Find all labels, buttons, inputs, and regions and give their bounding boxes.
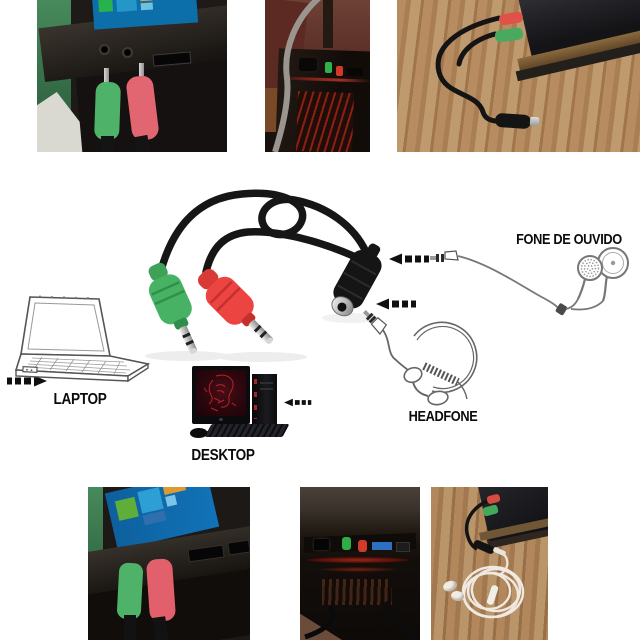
screen-tile xyxy=(140,2,154,11)
screen-tile xyxy=(140,0,153,2)
photo-plugs-connected-laptop xyxy=(88,487,250,640)
pc-tower xyxy=(252,374,277,426)
monitor-screen xyxy=(196,370,246,416)
photo-adapter-plugged-into-laptop xyxy=(397,0,640,152)
monitor xyxy=(192,366,250,424)
power-button xyxy=(299,58,317,71)
mic-plug-green xyxy=(148,262,197,354)
monitor-logo xyxy=(219,418,223,421)
green-plug-pin xyxy=(104,68,109,84)
cable xyxy=(133,134,151,152)
photo-earphones-via-adapter xyxy=(431,487,548,640)
headset-line-art xyxy=(362,309,478,406)
dashed-arrow-left-icon xyxy=(284,398,312,407)
cable xyxy=(124,615,136,640)
dashed-arrow-left-icon xyxy=(389,253,429,265)
screen-tile xyxy=(116,0,138,12)
green-plug xyxy=(116,562,144,620)
female-jack-ring xyxy=(529,116,540,127)
drive-bay xyxy=(260,388,273,390)
coiled-cord xyxy=(422,362,460,386)
adapter-product-image xyxy=(145,189,382,362)
female-jack xyxy=(494,112,532,130)
screen-tile xyxy=(165,494,178,507)
photo-pc-front-panel xyxy=(300,487,420,640)
cables-and-coil xyxy=(461,499,525,619)
power-button xyxy=(314,539,329,550)
green-plug-in-port xyxy=(325,62,332,73)
dashed-arrow-right-icon xyxy=(7,375,47,387)
usb-port-blue xyxy=(372,542,392,550)
jack-socket-hole xyxy=(337,302,347,312)
shadow xyxy=(145,351,229,361)
gray-cable xyxy=(272,0,322,152)
headphone-plug-red xyxy=(198,269,273,344)
keyboard xyxy=(204,424,290,437)
screen-tile xyxy=(142,510,167,526)
cables xyxy=(304,600,420,640)
red-led-glow xyxy=(318,567,398,572)
green-plug-in-port xyxy=(342,537,351,550)
desktop-computer-art xyxy=(172,358,297,450)
shadow xyxy=(322,313,378,323)
laptop-caption: LAPTOP xyxy=(53,391,107,408)
mic-jack-hole xyxy=(122,47,133,58)
ear-pad xyxy=(403,366,423,384)
plug-icon xyxy=(362,309,388,336)
cable-to-red-plug xyxy=(202,228,362,276)
earbuds-line-art xyxy=(430,247,629,316)
pink-plug xyxy=(145,558,177,622)
laptop-line-art xyxy=(14,295,151,383)
red-skull-sketch xyxy=(203,374,237,412)
shadow xyxy=(217,352,307,362)
usb-port xyxy=(347,68,363,76)
headband-inner xyxy=(416,325,475,390)
audio-jack-hole xyxy=(99,44,110,55)
tower-red-accent xyxy=(254,379,257,419)
female-jack xyxy=(331,243,382,317)
red-led-glow xyxy=(308,557,408,563)
audio-port xyxy=(22,366,38,373)
screen-tile xyxy=(98,0,114,13)
drive-bay xyxy=(260,382,273,384)
green-plug xyxy=(93,81,122,141)
front-grill xyxy=(322,579,392,605)
switch xyxy=(396,542,410,552)
cable xyxy=(101,136,114,152)
photo-pc-tower-ports xyxy=(265,0,370,152)
red-plug-in-port xyxy=(358,540,367,552)
headset-caption: HEADFONE xyxy=(408,408,478,425)
screen-tile xyxy=(114,496,139,521)
screen-tile xyxy=(137,487,164,514)
cable-junction xyxy=(555,303,568,316)
cable-to-green-plug xyxy=(156,189,370,278)
headband-outer xyxy=(413,321,478,394)
white-cable-coil xyxy=(461,565,525,619)
photo-laptop-jacks-unplugged xyxy=(37,0,227,152)
desktop-caption: DESKTOP xyxy=(191,447,255,464)
plug-icon xyxy=(430,250,459,262)
headphone-caption: FONE DE OUVIDO xyxy=(516,231,622,248)
mouse xyxy=(190,428,207,438)
mic-capsule xyxy=(427,390,449,406)
pink-plug-pin xyxy=(139,63,144,78)
dashed-arrow-left-icon xyxy=(376,298,416,310)
adapter-cable xyxy=(435,15,502,124)
red-plug-in-port xyxy=(336,66,343,76)
dark-pole xyxy=(323,0,333,48)
mic-boom xyxy=(412,381,429,397)
